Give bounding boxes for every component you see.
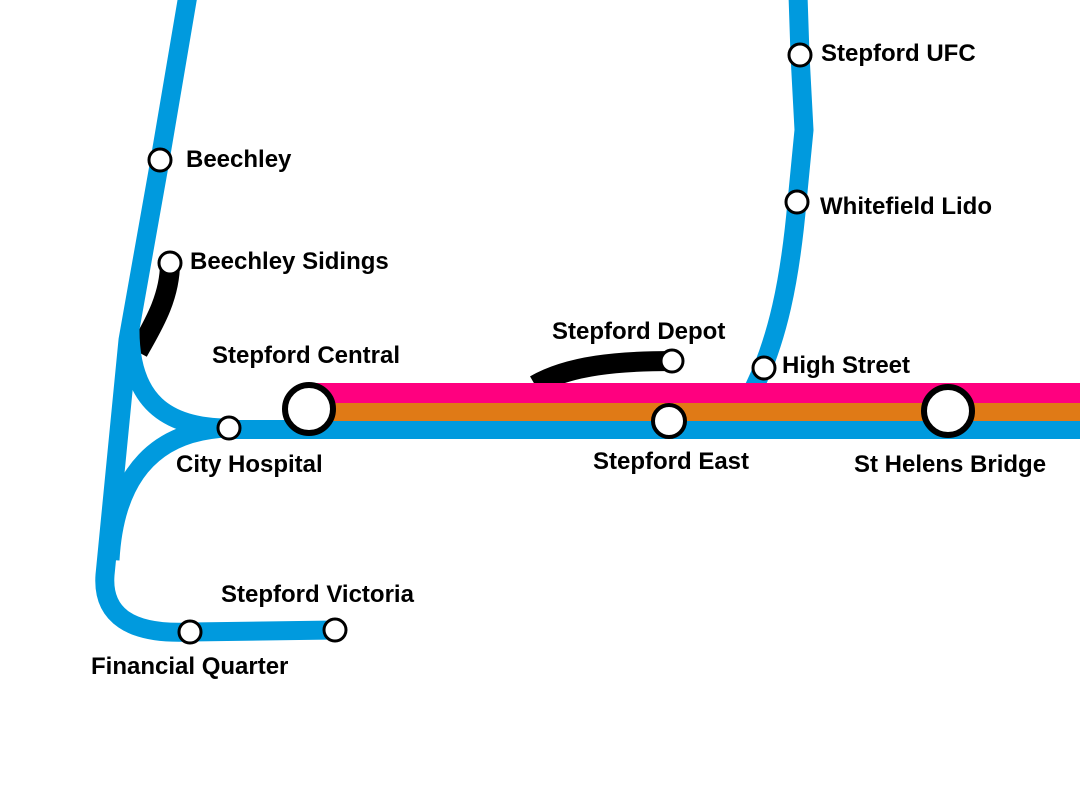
station-label-stepford-ufc[interactable]: Stepford UFC [821, 40, 976, 67]
station-marker-stepford-victoria[interactable] [322, 617, 348, 643]
station-marker-stepford-east[interactable] [651, 403, 687, 439]
station-marker-stepford-depot[interactable] [659, 348, 685, 374]
station-label-stepford-depot[interactable]: Stepford Depot [552, 318, 726, 345]
station-marker-beechley[interactable] [147, 147, 173, 173]
pink-line-trunk [309, 383, 1080, 403]
station-marker-city-hospital[interactable] [216, 415, 242, 441]
station-marker-high-street[interactable] [751, 355, 777, 381]
blue-line-west-trunk [95, 0, 336, 642]
station-label-stepford-victoria[interactable]: Stepford Victoria [221, 581, 414, 608]
station-label-whitefield-lido[interactable]: Whitefield Lido [820, 193, 992, 220]
station-marker-beechley-sidings[interactable] [157, 250, 183, 276]
station-label-beechley-sidings[interactable]: Beechley Sidings [190, 248, 389, 275]
station-label-financial-quarter[interactable]: Financial Quarter [91, 653, 289, 680]
station-marker-st-helens-bridge[interactable] [921, 384, 975, 438]
orange-line-trunk [309, 402, 1080, 421]
station-label-beechley[interactable]: Beechley [186, 146, 292, 173]
station-marker-financial-quarter[interactable] [177, 619, 203, 645]
station-marker-whitefield-lido[interactable] [784, 189, 810, 215]
station-label-stepford-east[interactable]: Stepford East [593, 448, 750, 475]
stepford-depot-spur [530, 351, 673, 394]
station-label-city-hospital[interactable]: City Hospital [176, 451, 323, 478]
station-label-stepford-central[interactable]: Stepford Central [212, 342, 401, 369]
station-marker-stepford-central[interactable] [282, 382, 336, 436]
blue-line-lower-curve [100, 418, 230, 561]
station-label-st-helens-bridge[interactable]: St Helens Bridge [854, 451, 1047, 478]
station-label-high-street[interactable]: High Street [782, 352, 911, 379]
station-marker-stepford-ufc[interactable] [787, 42, 813, 68]
